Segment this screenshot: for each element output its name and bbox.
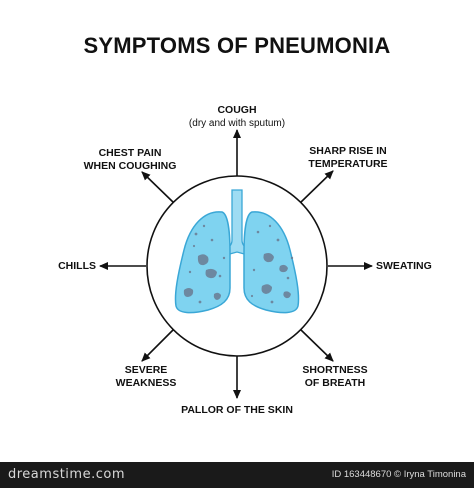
lungs-illustration	[174, 189, 300, 314]
symptom-cough: COUGH (dry and with sputum)	[167, 104, 307, 130]
cough-detail: (dry and with sputum)	[188, 118, 286, 129]
pallor-label: PALLOR OF THE SKIN	[181, 404, 293, 416]
shortness-line-2: OF BREATH	[304, 377, 366, 389]
right-lung	[243, 211, 300, 314]
chest-pain-line-2: WHEN COUGHING	[83, 160, 177, 172]
cough-label: COUGH	[217, 104, 257, 116]
sharp-rise-line-1: SHARP RISE IN	[309, 145, 387, 157]
arrow-up-left	[141, 171, 175, 204]
severe-line-2: WEAKNESS	[115, 377, 177, 389]
symptom-sharp-rise: SHARP RISE IN TEMPERATURE	[292, 145, 404, 171]
severe-line-1: SEVERE	[124, 364, 168, 376]
page-title: SYMPTOMS OF PNEUMONIA	[83, 33, 391, 58]
stock-footer-bar: dreamstime.com ID 163448670 © Iryna Timo…	[0, 462, 474, 488]
symptom-severe-weakness: SEVERE WEAKNESS	[100, 364, 192, 390]
symptom-sweating: SWEATING	[376, 260, 456, 273]
infection-spots	[183, 224, 294, 304]
watermark-brand: dreamstime.com	[8, 467, 125, 482]
symptom-chest-pain: CHEST PAIN WHEN COUGHING	[74, 147, 186, 173]
arrow-down-right	[299, 328, 334, 362]
sweating-label: SWEATING	[376, 260, 432, 272]
chills-label: CHILLS	[58, 260, 96, 272]
direction-arrows	[99, 129, 373, 399]
symptom-shortness-of-breath: SHORTNESS OF BREATH	[287, 364, 383, 390]
arrow-down-left	[141, 328, 175, 362]
symptoms-diagram	[99, 129, 373, 399]
image-credit: ID 163448670 © Iryna Timonina	[331, 469, 466, 480]
symptom-chills: CHILLS	[20, 260, 96, 273]
shortness-line-1: SHORTNESS	[302, 364, 368, 376]
chest-pain-line-1: CHEST PAIN	[98, 147, 162, 159]
symptom-pallor: PALLOR OF THE SKIN	[157, 404, 317, 417]
sharp-rise-line-2: TEMPERATURE	[308, 158, 388, 170]
arrow-up-right	[299, 170, 334, 204]
